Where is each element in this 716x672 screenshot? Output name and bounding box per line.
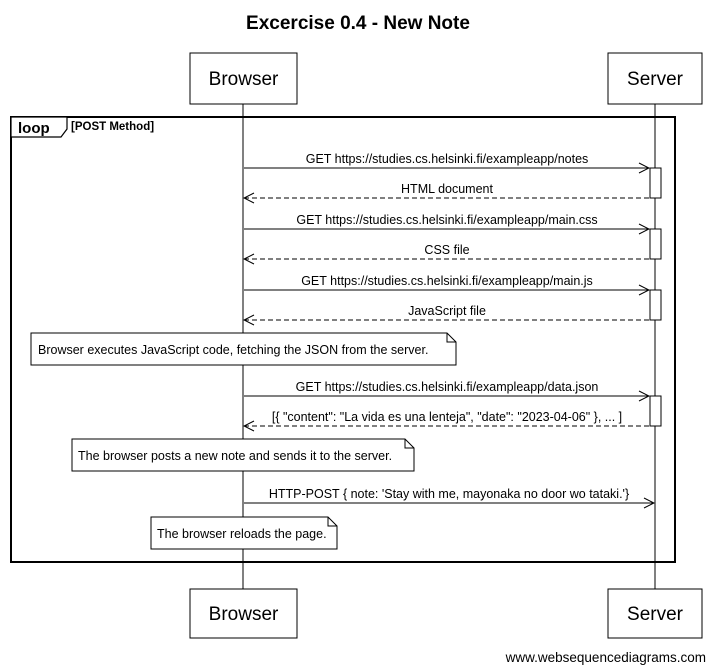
note-text: Browser executes JavaScript code, fetchi… xyxy=(38,343,428,357)
message-label: GET https://studies.cs.helsinki.fi/examp… xyxy=(301,274,593,288)
note-browser-posts-note: The browser posts a new note and sends i… xyxy=(71,438,415,472)
loop-condition: [POST Method] xyxy=(71,121,154,133)
message-label: HTTP-POST { note: 'Stay with me, mayonak… xyxy=(269,487,629,501)
participant-server-top: Server xyxy=(607,52,703,105)
participant-browser-top: Browser xyxy=(189,52,298,105)
message-get-data-json: GET https://studies.cs.helsinki.fi/examp… xyxy=(244,380,649,396)
note-text: The browser reloads the page. xyxy=(157,527,327,541)
participant-server-bottom: Server xyxy=(607,588,703,639)
participant-server-label: Server xyxy=(627,69,684,90)
message-json-response: [{ "content": "La vida es una lenteja", … xyxy=(244,410,649,426)
message-javascript-file: JavaScript file xyxy=(244,304,649,320)
message-label: [{ "content": "La vida es una lenteja", … xyxy=(272,410,622,424)
message-label: HTML document xyxy=(401,182,493,196)
server-activation-bar xyxy=(649,228,662,260)
message-label: GET https://studies.cs.helsinki.fi/examp… xyxy=(296,213,597,227)
message-label: GET https://studies.cs.helsinki.fi/examp… xyxy=(306,152,589,166)
participant-browser-label: Browser xyxy=(209,69,279,90)
participant-browser-bottom: Browser xyxy=(189,588,298,639)
message-get-notes: GET https://studies.cs.helsinki.fi/examp… xyxy=(244,152,649,168)
message-get-main-js: GET https://studies.cs.helsinki.fi/examp… xyxy=(244,274,649,290)
footer-watermark: www.websequencediagrams.com xyxy=(505,650,706,665)
message-html-document: HTML document xyxy=(244,182,649,198)
server-activation-bar xyxy=(649,289,662,321)
message-http-post: HTTP-POST { note: 'Stay with me, mayonak… xyxy=(244,487,654,503)
message-label: CSS file xyxy=(424,243,469,257)
diagram-title: Excercise 0.4 - New Note xyxy=(246,13,470,34)
message-label: JavaScript file xyxy=(408,304,486,318)
loop-keyword: loop xyxy=(18,120,50,137)
note-browser-reloads: The browser reloads the page. xyxy=(150,516,338,550)
participant-browser-label: Browser xyxy=(209,604,279,625)
participant-server-label: Server xyxy=(627,604,684,625)
loop-frame: loop [POST Method] xyxy=(10,116,676,563)
message-get-main-css: GET https://studies.cs.helsinki.fi/examp… xyxy=(244,213,649,229)
note-text: The browser posts a new note and sends i… xyxy=(78,449,392,463)
message-label: GET https://studies.cs.helsinki.fi/examp… xyxy=(296,380,599,394)
message-css-file: CSS file xyxy=(244,243,649,259)
note-browser-executes-js: Browser executes JavaScript code, fetchi… xyxy=(30,332,457,366)
server-activation-bar xyxy=(649,167,662,199)
loop-label-tab xyxy=(10,116,68,138)
server-activation-bar xyxy=(649,395,662,427)
